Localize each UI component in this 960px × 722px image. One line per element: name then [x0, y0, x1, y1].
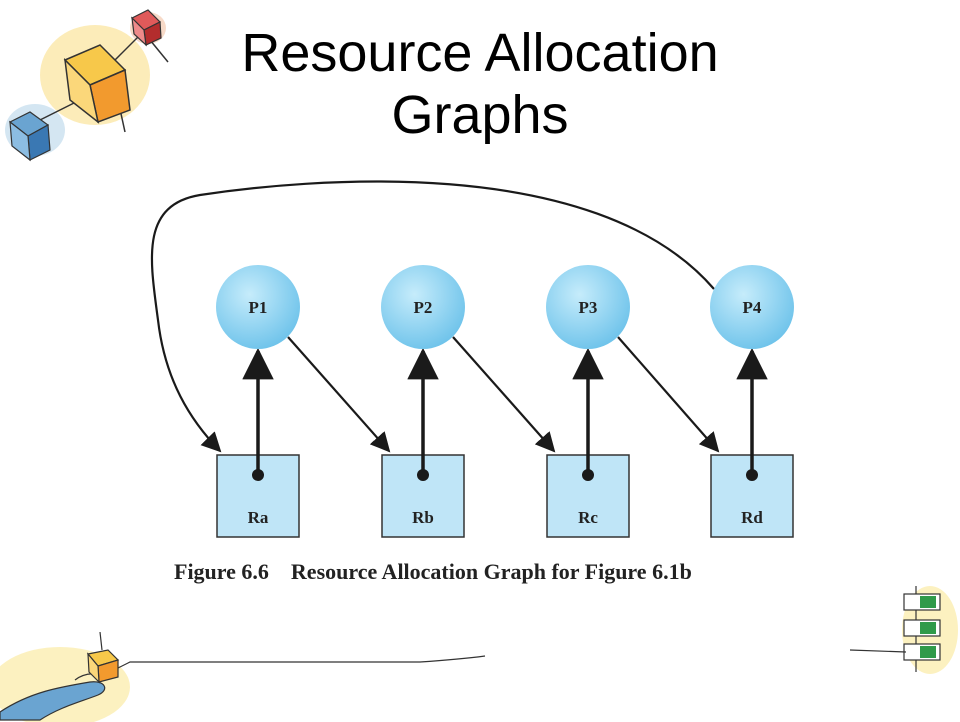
process-node-p4[interactable]: P4: [710, 265, 794, 349]
resource-label: Rb: [412, 508, 434, 527]
process-circle: [710, 265, 794, 349]
request-edge-p4-ra: [150, 180, 715, 453]
edges-layer: [150, 180, 768, 481]
process-label: P4: [743, 298, 762, 317]
process-node-p1[interactable]: P1: [216, 265, 300, 349]
request-edge-p2-rc: [452, 336, 556, 453]
process-label: P2: [414, 298, 433, 317]
resource-layer: Rd Rc Rb Ra: [216, 454, 794, 538]
figure-number: Figure 6.6: [174, 559, 269, 584]
figure-caption-text: Resource Allocation Graph for Figure 6.1…: [290, 559, 692, 584]
request-edge-p1-rb: [287, 336, 391, 453]
figure-caption: Figure 6.6 Resource Allocation Graph for …: [174, 559, 692, 585]
resource-label: Rc: [578, 508, 598, 527]
resource-label: Ra: [248, 508, 269, 527]
process-label: P1: [249, 298, 268, 317]
process-node-p3[interactable]: P3: [546, 265, 630, 349]
process-label: P3: [579, 298, 598, 317]
process-circle: [216, 265, 300, 349]
hand-holding-cube-icon: [0, 632, 486, 722]
cube-sketch-icon: [5, 9, 169, 162]
resource-label: Rd: [741, 508, 763, 527]
process-circle: [546, 265, 630, 349]
process-node-p2[interactable]: P2: [381, 265, 465, 349]
slide-title-line1: Resource Allocation: [241, 23, 719, 83]
nodes-layer: P1 P2 P3 P4: [216, 265, 794, 349]
process-circle: [381, 265, 465, 349]
slide-title-line2: Graphs: [391, 85, 569, 145]
request-edge-p3-rd: [617, 336, 720, 453]
slide-title: Resource Allocation Graphs: [180, 22, 780, 146]
stacked-blocks-icon: [850, 586, 958, 674]
